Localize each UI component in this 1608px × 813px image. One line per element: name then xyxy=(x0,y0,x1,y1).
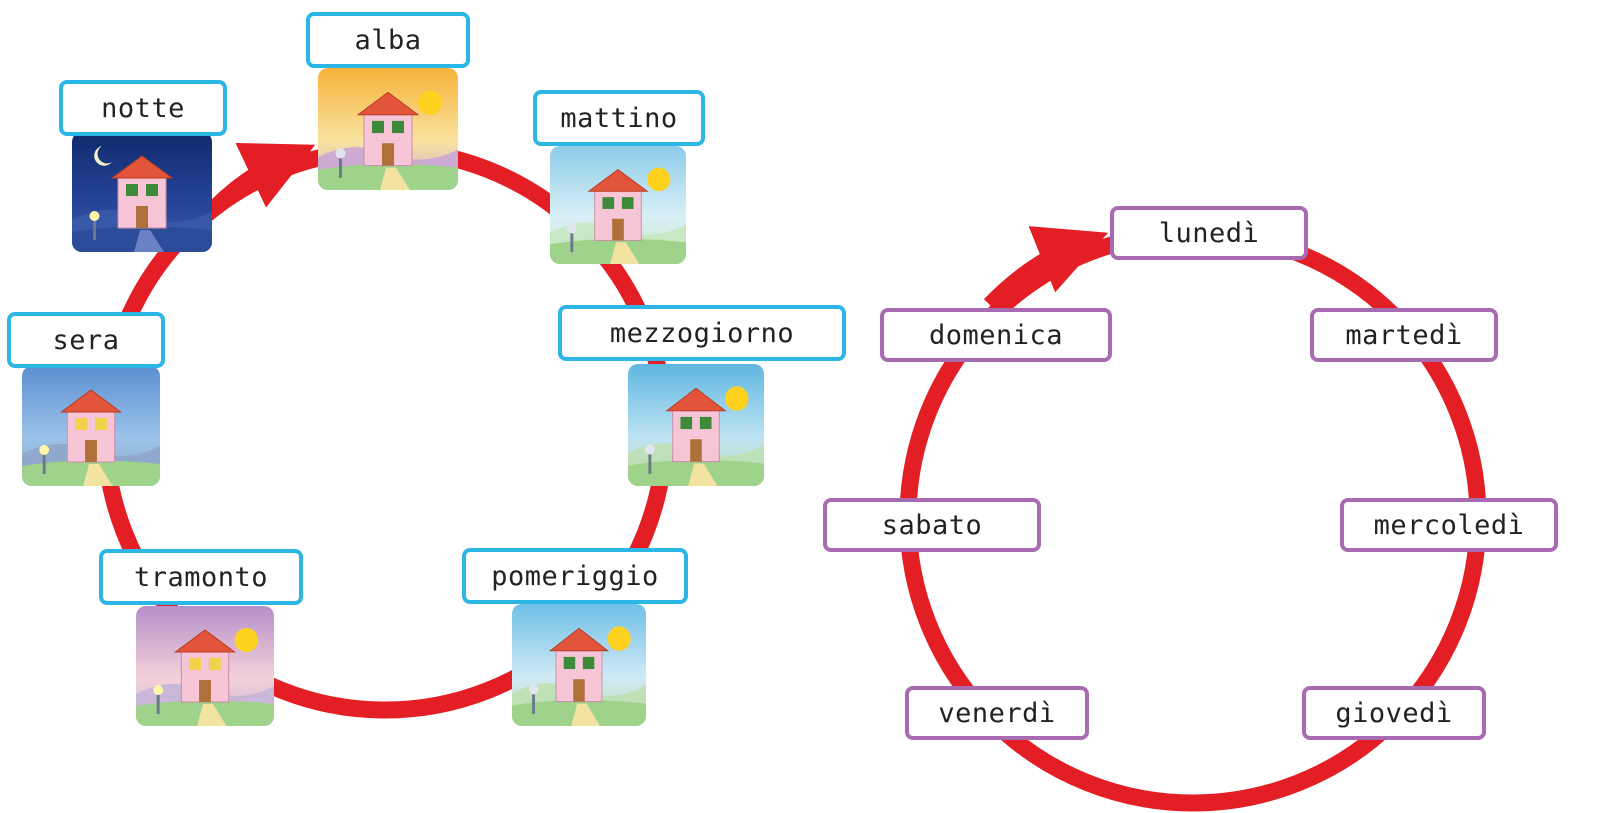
scene-pomeriggio xyxy=(512,604,646,726)
house-icon xyxy=(59,389,123,463)
scene-mattino xyxy=(550,146,686,264)
scene-sera xyxy=(22,366,160,486)
lamp-post-icon xyxy=(39,445,50,474)
house-scene-illustration xyxy=(22,366,160,486)
scene-tramonto xyxy=(136,606,274,726)
house-icon xyxy=(587,168,649,241)
label-tramonto: tramonto xyxy=(99,549,303,605)
label-mezzogiorno: mezzogiorno xyxy=(558,305,846,361)
sun-icon xyxy=(418,90,442,115)
label-mercoledi: mercoledì xyxy=(1340,498,1558,552)
house-icon xyxy=(548,627,610,703)
sun-icon xyxy=(725,386,749,411)
label-martedi: martedì xyxy=(1310,308,1498,362)
house-icon xyxy=(110,155,174,229)
house-icon xyxy=(356,91,420,167)
lamp-post-icon xyxy=(567,223,577,253)
house-scene-illustration xyxy=(512,604,646,726)
lamp-post-icon xyxy=(528,684,539,714)
house-scene-illustration xyxy=(72,132,212,252)
lamp-post-icon xyxy=(335,148,346,178)
scene-mezzogiorno xyxy=(628,364,764,486)
house-scene-illustration xyxy=(550,146,686,264)
lamp-post-icon xyxy=(89,211,100,240)
label-sabato: sabato xyxy=(823,498,1041,552)
times-of-day-cycle-arrow xyxy=(208,143,316,215)
label-sera: sera xyxy=(7,312,165,368)
days-of-week-cycle-arrow xyxy=(983,226,1109,311)
sun-icon xyxy=(234,628,259,652)
house-scene-illustration xyxy=(628,364,764,486)
label-venerdi: venerdì xyxy=(905,686,1089,740)
house-icon xyxy=(173,629,237,703)
house-scene-illustration xyxy=(136,606,274,726)
label-mattino: mattino xyxy=(533,90,705,146)
label-giovedi: giovedì xyxy=(1302,686,1486,740)
lamp-post-icon xyxy=(153,685,164,714)
moon-icon xyxy=(94,146,112,166)
label-notte: notte xyxy=(59,80,227,136)
sun-icon xyxy=(647,167,671,192)
house-scene-illustration xyxy=(318,68,458,190)
label-pomeriggio: pomeriggio xyxy=(462,548,688,604)
label-domenica: domenica xyxy=(880,308,1112,362)
label-lunedi: lunedì xyxy=(1110,206,1308,260)
sun-icon xyxy=(607,626,631,651)
house-icon xyxy=(665,387,727,463)
scene-alba xyxy=(318,68,458,190)
lamp-post-icon xyxy=(645,444,655,474)
label-alba: alba xyxy=(306,12,470,68)
scene-notte xyxy=(72,132,212,252)
